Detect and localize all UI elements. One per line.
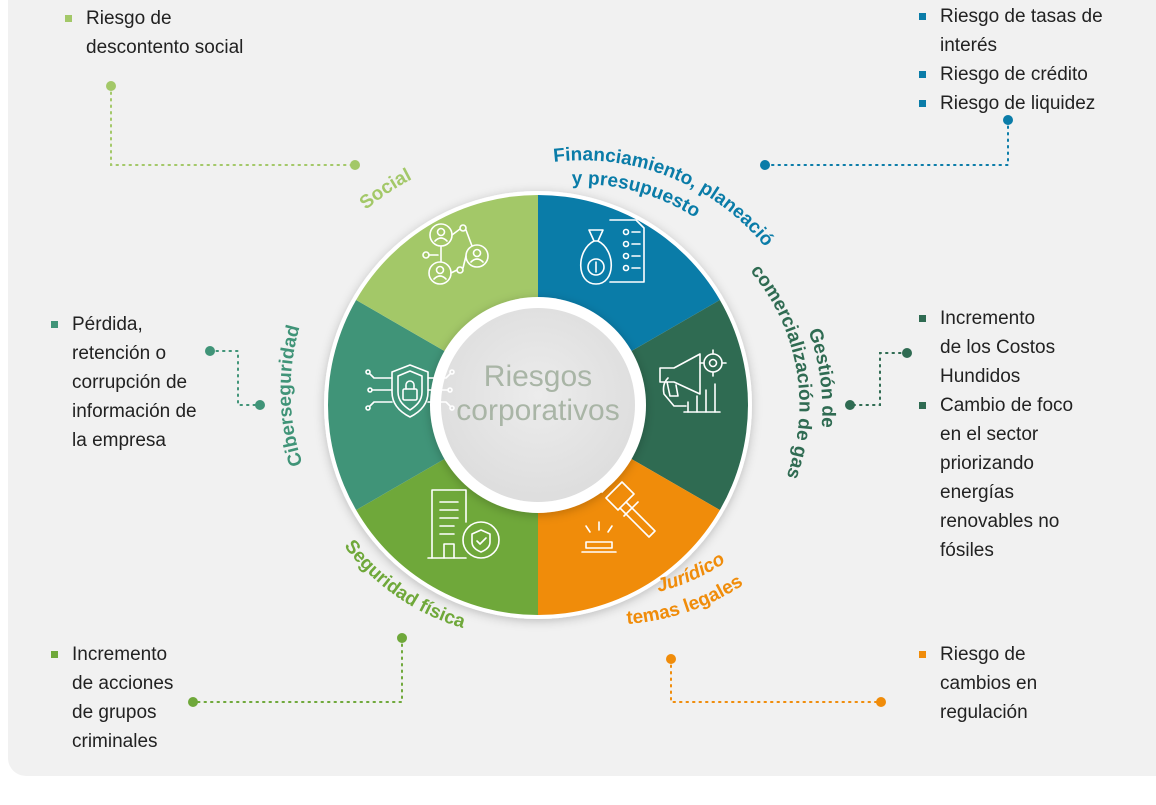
- risk-item-text: Cambio de foco: [940, 395, 1074, 416]
- connector-dot: [1003, 115, 1013, 125]
- risk-list-seguridad: Incremento de acciones de grupos criminales: [50, 640, 173, 756]
- risk-item-text: energías: [940, 482, 1014, 503]
- connector-ciberseguridad: [209, 350, 261, 406]
- center-title-line1: Riesgos: [484, 360, 592, 393]
- connector-seguridad: [192, 637, 403, 703]
- risk-item-text: Riesgo de: [86, 8, 172, 29]
- risk-item-text: Riesgo de crédito: [940, 64, 1088, 85]
- connector-financiamiento: [764, 119, 1009, 166]
- risk-item-text: Incremento: [940, 308, 1036, 329]
- connector-juridico: [670, 658, 882, 703]
- risk-item-text: en el sector: [940, 424, 1039, 445]
- connector-dot: [666, 654, 676, 664]
- risk-list-juridico: Riesgo de cambios en regulación: [918, 640, 1037, 727]
- risk-item-text: descontento social: [86, 37, 244, 58]
- risk-item: Cambio de foco en el sector priorizando ene…: [918, 391, 1073, 565]
- center-title-line2: corporativos: [456, 394, 619, 427]
- risk-item-text: Pérdida,: [72, 314, 143, 335]
- center-disc: [441, 308, 635, 502]
- gavel-icon: [581, 477, 656, 553]
- risk-item-text: de grupos: [72, 702, 157, 723]
- risk-item-text: información de: [72, 401, 197, 422]
- risk-item-text: retención o: [72, 343, 167, 364]
- money-bag-checklist-icon: [580, 219, 645, 285]
- risk-item-text: Riesgo de liquidez: [940, 93, 1096, 114]
- risk-item-text: renovables no: [940, 511, 1060, 532]
- risk-item: Riesgo de tasas de interés: [918, 2, 1103, 60]
- risk-item-text: priorizando: [940, 453, 1034, 474]
- risk-item-text: la empresa: [72, 430, 166, 451]
- connector-gestion: [849, 352, 908, 406]
- connector-dot: [876, 697, 886, 707]
- risk-item: Riesgo de cambios en regulación: [918, 640, 1037, 727]
- risk-item-text: de los Costos: [940, 337, 1056, 358]
- risk-item-text: regulación: [940, 702, 1028, 723]
- risk-list-social: Riesgo de descontento social: [64, 4, 243, 62]
- risk-item-text: Hundidos: [940, 366, 1021, 387]
- segment-label-social: Social: [356, 165, 415, 214]
- risk-item-text: de acciones: [72, 673, 174, 694]
- segment-label-gestion-line2: comercialización de gas: [746, 261, 815, 482]
- risk-item-text: cambios en: [940, 673, 1038, 694]
- connector-dot: [188, 697, 198, 707]
- risk-item-text: interés: [940, 35, 998, 56]
- segment-label-ciberseguridad: Ciberseguridad: [275, 323, 308, 469]
- risk-item: Pérdida, retención o corrupción de informac…: [50, 310, 197, 455]
- connector-dot: [845, 400, 855, 410]
- risk-item: Riesgo de descontento social: [64, 4, 243, 62]
- connector-dot: [205, 346, 215, 356]
- cyber-shield-lock-icon: [365, 364, 455, 418]
- risk-item-text: Riesgo de tasas de: [940, 6, 1103, 27]
- connector-social: [110, 85, 356, 166]
- building-shield-icon: [427, 489, 500, 559]
- connector-dot: [902, 348, 912, 358]
- connector-dot: [397, 633, 407, 643]
- connector-dot: [106, 81, 116, 91]
- risk-list-ciberseguridad: Pérdida, retención o corrupción de informac…: [50, 310, 197, 455]
- risk-item-text: corrupción de: [72, 372, 188, 393]
- connector-dot: [760, 160, 770, 170]
- connector-dot: [255, 400, 265, 410]
- risk-item: Riesgo de liquidez: [918, 89, 1103, 118]
- risk-item-text: criminales: [72, 731, 158, 752]
- connector-dot: [350, 160, 360, 170]
- risk-item: Riesgo de crédito: [918, 60, 1103, 89]
- risk-item: Incremento de acciones de grupos criminales: [50, 640, 173, 756]
- megaphone-gear-chart-icon: [659, 349, 727, 413]
- risk-item-text: fósiles: [940, 540, 994, 561]
- risk-item-text: Riesgo de: [940, 644, 1026, 665]
- risk-item-text: Incremento: [72, 644, 168, 665]
- social-network-users-icon: [422, 223, 489, 285]
